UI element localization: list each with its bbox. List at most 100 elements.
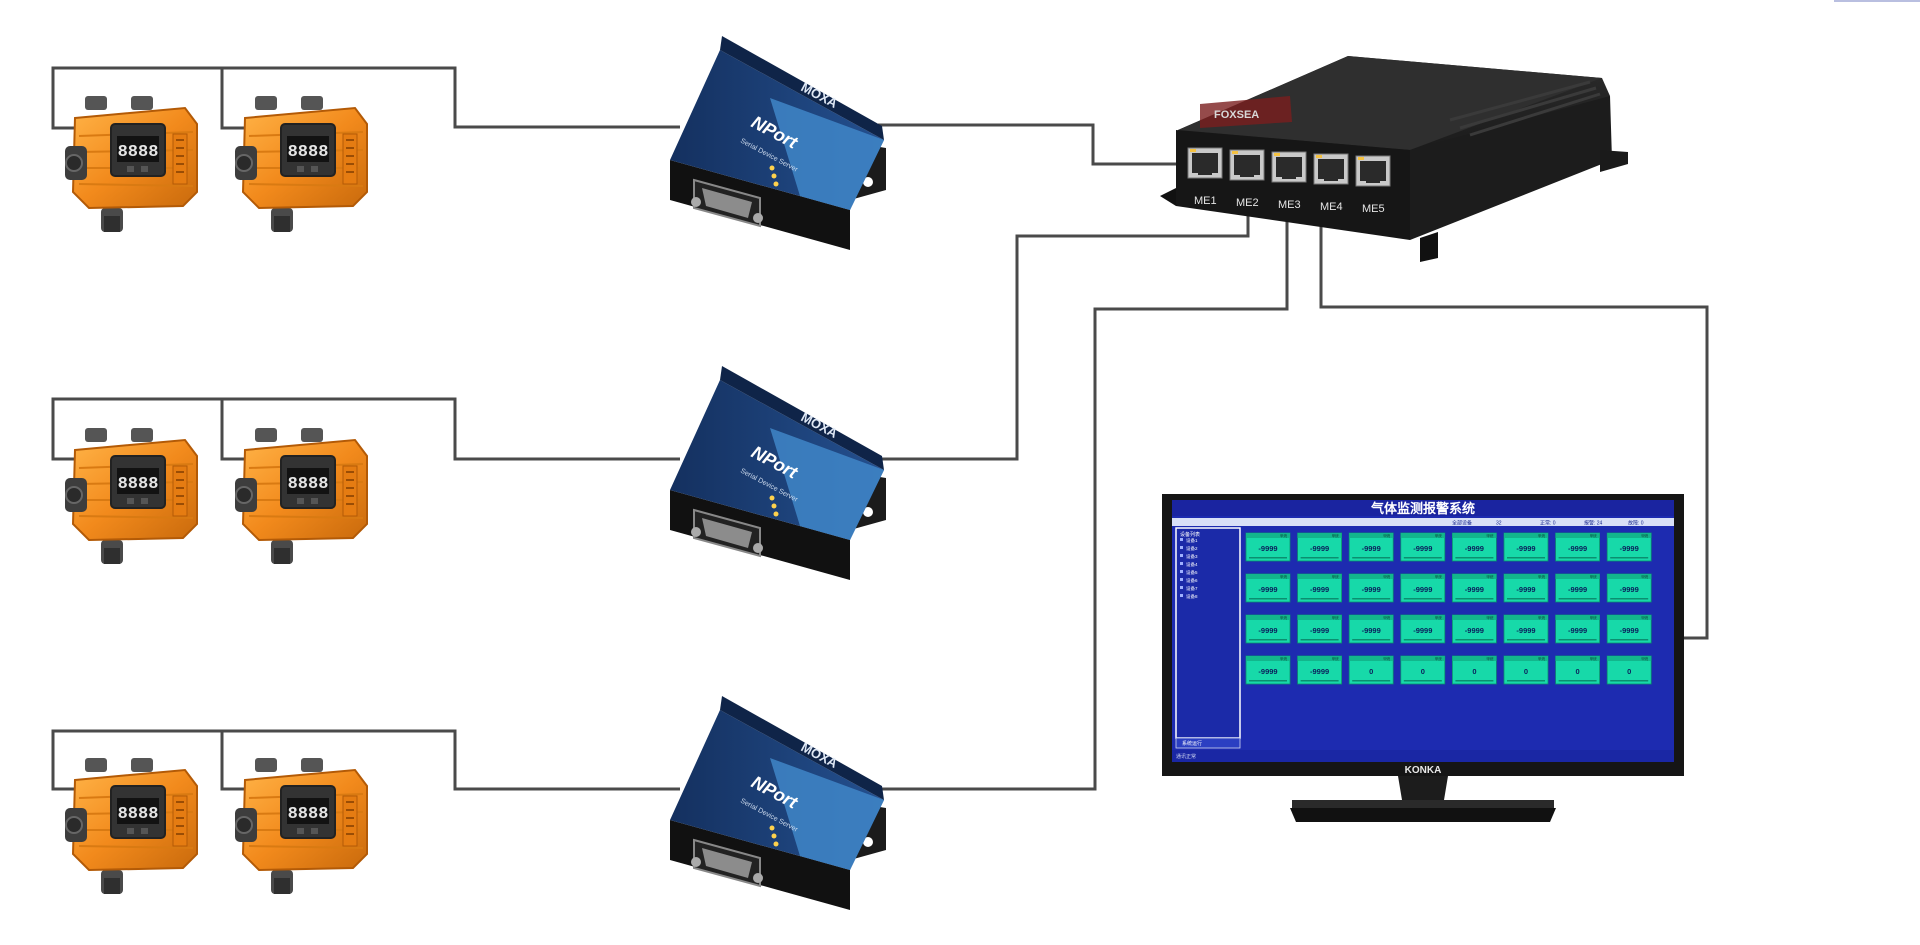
sensor-tile-label: 甲烷	[1332, 574, 1340, 579]
tree-item[interactable]: 设备8	[1186, 593, 1198, 600]
sensor-tile[interactable]: 甲烷 -9999	[1297, 655, 1342, 685]
sensor-tile-label: 甲烷	[1435, 615, 1443, 620]
detector-group-1	[63, 96, 369, 234]
sensor-tile[interactable]: 甲烷0	[1452, 655, 1497, 685]
sensor-tile-label: 甲烷	[1590, 656, 1598, 661]
sensor-tile[interactable]: 甲烷-9999	[1503, 532, 1549, 562]
sensor-tile-label: 甲烷	[1486, 615, 1494, 620]
sensor-tile-label: 甲烷	[1590, 615, 1598, 620]
sensor-tile-value: -9999	[1465, 626, 1484, 635]
header-item: 正常: 0	[1540, 520, 1556, 527]
tree-item[interactable]: 设备1	[1186, 537, 1198, 544]
sensor-tile-label: 甲烷	[1435, 533, 1443, 538]
sensor-tile[interactable]: 甲烷-9999	[1400, 573, 1446, 603]
sensor-tile-value: -9999	[1310, 667, 1329, 676]
sensor-tile-value: -9999	[1362, 626, 1381, 635]
sensor-tile-label: 甲烷	[1383, 615, 1391, 620]
sensor-tile-label: 甲烷	[1332, 656, 1340, 661]
sensor-tile-label: 甲烷	[1332, 533, 1340, 538]
sensor-tile[interactable]: 甲烷0	[1503, 655, 1549, 685]
sensor-tile[interactable]: 甲烷-9999	[1555, 614, 1600, 644]
sensor-tile[interactable]: 甲烷-9999	[1606, 532, 1652, 562]
sensor-tile[interactable]: 甲烷 -9999	[1245, 655, 1291, 685]
monitor-brand: KONKA	[1405, 765, 1442, 776]
switch-port: ME1	[1187, 147, 1223, 207]
tree-footer: 系统运行	[1182, 740, 1202, 747]
wire-conv1-switch	[878, 123, 1180, 166]
tree-item[interactable]: 设备3	[1186, 553, 1198, 560]
sensor-tile[interactable]: 甲烷-9999	[1503, 573, 1549, 603]
header-item: 故障: 0	[1628, 520, 1644, 527]
sensor-tile[interactable]: 甲烷-9999	[1245, 573, 1291, 603]
sensor-tile-label: 甲烷	[1383, 574, 1391, 579]
sensor-tile[interactable]: 甲烷0	[1606, 655, 1652, 685]
gas-detector	[63, 96, 199, 234]
screen-title: 气体监测报警系统	[1371, 501, 1475, 517]
sensor-tile-value: -9999	[1465, 544, 1484, 553]
sensor-tile-label: 甲烷	[1280, 656, 1288, 661]
gas-detector	[233, 758, 369, 896]
sensor-tile[interactable]: 甲烷 -9999	[1555, 573, 1600, 603]
sensor-tile[interactable]: 甲烷-9999	[1348, 573, 1394, 603]
sensor-tile[interactable]: 甲烷-9999	[1297, 532, 1342, 562]
wire-conv2-switch	[878, 194, 1250, 461]
sensor-tile-value: -9999	[1413, 626, 1432, 635]
sensor-tile-label: 甲烷	[1590, 574, 1598, 579]
sensor-tile-value: -9999	[1568, 544, 1587, 553]
sensor-tile[interactable]: 甲烷-9999	[1555, 532, 1600, 562]
sensor-tile-value: -9999	[1568, 585, 1587, 594]
sensor-tile[interactable]: 甲烷-9999	[1452, 532, 1497, 562]
sensor-tile-value: -9999	[1413, 585, 1432, 594]
sensor-tile-value: -9999	[1258, 667, 1277, 676]
sensor-tile[interactable]: 甲烷0	[1348, 655, 1394, 685]
switch-port-label: ME2	[1236, 197, 1259, 209]
sensor-tile[interactable]: 甲烷-9999	[1297, 573, 1342, 603]
gas-detector	[233, 428, 369, 566]
sensor-tile[interactable]: 甲烷0	[1400, 655, 1446, 685]
sensor-tile[interactable]: 甲烷-9999	[1503, 614, 1549, 644]
wire-conv3-switch	[878, 194, 1289, 791]
sensor-tile[interactable]: 甲烷 -9999	[1452, 614, 1497, 644]
sensor-tile[interactable]: 甲烷-9999	[1245, 614, 1291, 644]
sensor-tile[interactable]: 甲烷 -9999	[1400, 614, 1446, 644]
sensor-tile-value: 0	[1421, 667, 1425, 676]
sensor-tile[interactable]: 甲烷-9999	[1606, 573, 1652, 603]
tree-item[interactable]: 设备7	[1186, 585, 1198, 592]
sensor-tile[interactable]: 甲烷-9999	[1297, 614, 1342, 644]
gas-detector	[63, 428, 199, 566]
sensor-tile-label: 甲烷	[1486, 656, 1494, 661]
tree-item[interactable]: 设备5	[1186, 569, 1198, 576]
sensor-tile-label: 甲烷	[1280, 533, 1288, 538]
sensor-tile[interactable]: 甲烷 -9999	[1348, 614, 1394, 644]
tree-item[interactable]: 设备6	[1186, 577, 1198, 584]
sensor-tile-value: -9999	[1620, 626, 1639, 635]
sensor-tile-value: -9999	[1310, 626, 1329, 635]
tree-item[interactable]: 设备4	[1186, 561, 1198, 568]
wire-det-group-2	[51, 397, 680, 461]
wire-switch-monitor	[1319, 194, 1709, 640]
sensor-tile-grid: 甲烷 -9999 甲烷 -9999 甲烷 -9999 甲烷 -9999 甲烷 -9999 甲烷 -99…	[1245, 532, 1652, 685]
sensor-tile[interactable]: 甲烷-9999	[1452, 573, 1497, 603]
sensor-tile[interactable]: 甲烷-9999	[1245, 532, 1291, 562]
page-corner-mark	[1834, 0, 1920, 2]
header-item: 32	[1496, 521, 1502, 527]
sensor-tile-label: 甲烷	[1383, 533, 1391, 538]
sensor-tile-value: -9999	[1620, 544, 1639, 553]
gas-detector	[233, 96, 369, 234]
sensor-tile-label: 甲烷	[1538, 533, 1546, 538]
switch-port-label: ME5	[1362, 203, 1385, 215]
tree-item[interactable]: 设备2	[1186, 545, 1198, 552]
detector-group-3	[63, 758, 369, 896]
sensor-tile-value: -9999	[1465, 585, 1484, 594]
wire-det-group-3	[51, 729, 680, 791]
switch-port: ME2	[1229, 149, 1265, 209]
sensor-tile[interactable]: 甲烷-9999	[1348, 532, 1394, 562]
sensor-tile[interactable]: 甲烷-9999	[1606, 614, 1652, 644]
sensor-tile-value: -9999	[1413, 544, 1432, 553]
sensor-tile[interactable]: 甲烷 -9999	[1400, 532, 1446, 562]
sensor-tile[interactable]: 甲烷0	[1555, 655, 1600, 685]
